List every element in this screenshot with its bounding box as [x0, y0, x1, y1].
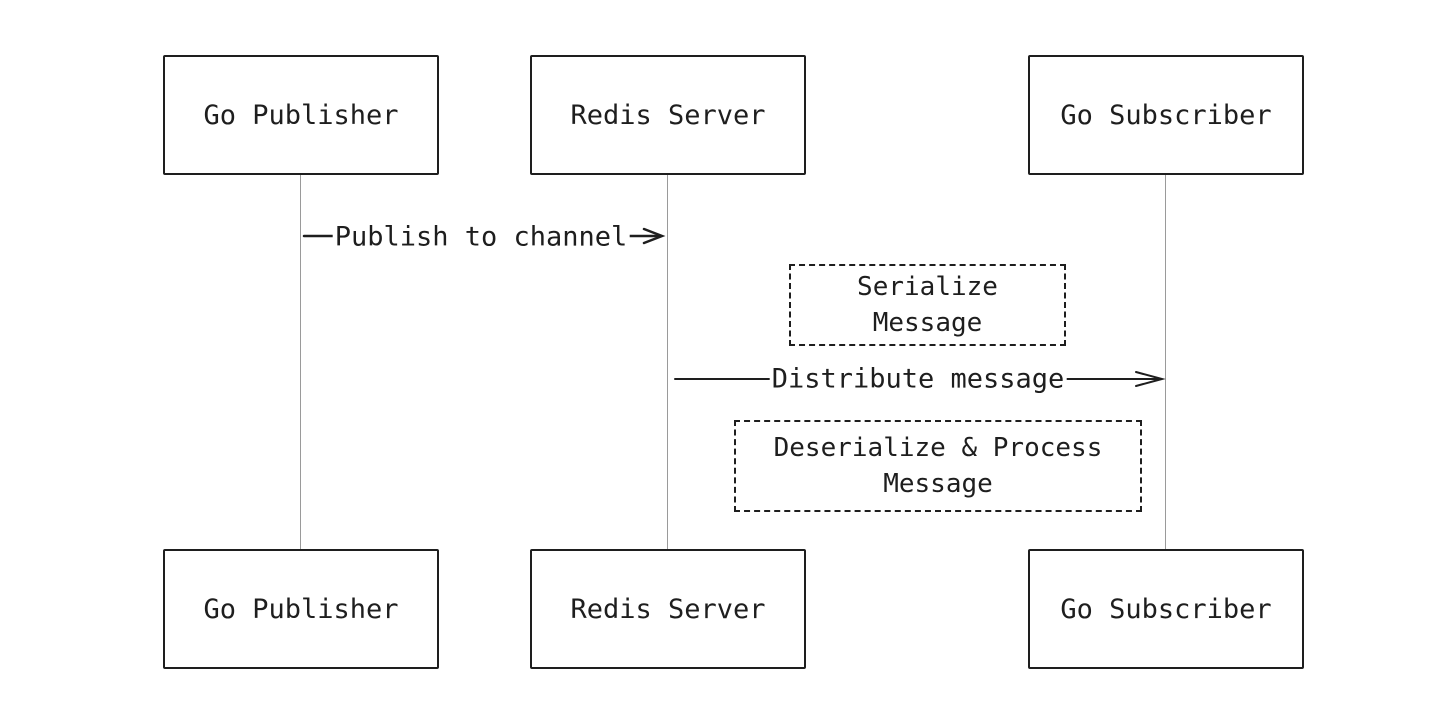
participant-label: Redis Server: [570, 99, 766, 131]
note-serialize-message: Serialize Message: [789, 264, 1066, 346]
lifeline-go-publisher: [300, 174, 301, 550]
lifeline-redis-server: [667, 174, 668, 550]
note-deserialize-process-message: Deserialize & Process Message: [734, 420, 1142, 512]
participant-label: Go Subscriber: [1060, 99, 1272, 131]
participant-label: Go Publisher: [203, 99, 399, 131]
lifeline-go-subscriber: [1165, 174, 1166, 550]
participant-label: Go Publisher: [203, 593, 399, 625]
participant-label: Redis Server: [570, 593, 766, 625]
note-line: Deserialize & Process: [773, 433, 1103, 463]
note-line: Message: [883, 469, 993, 499]
note-line: Serialize: [857, 272, 998, 302]
message-label-distribute: Distribute message: [769, 363, 1067, 395]
participant-bottom-go-subscriber: Go Subscriber: [1028, 549, 1304, 669]
participant-top-go-publisher: Go Publisher: [163, 55, 439, 175]
participant-bottom-redis-server: Redis Server: [530, 549, 806, 669]
participant-top-redis-server: Redis Server: [530, 55, 806, 175]
participant-top-go-subscriber: Go Subscriber: [1028, 55, 1304, 175]
participant-label: Go Subscriber: [1060, 593, 1272, 625]
participant-bottom-go-publisher: Go Publisher: [163, 549, 439, 669]
message-label-publish: Publish to channel: [332, 221, 630, 253]
note-line: Message: [872, 308, 983, 338]
